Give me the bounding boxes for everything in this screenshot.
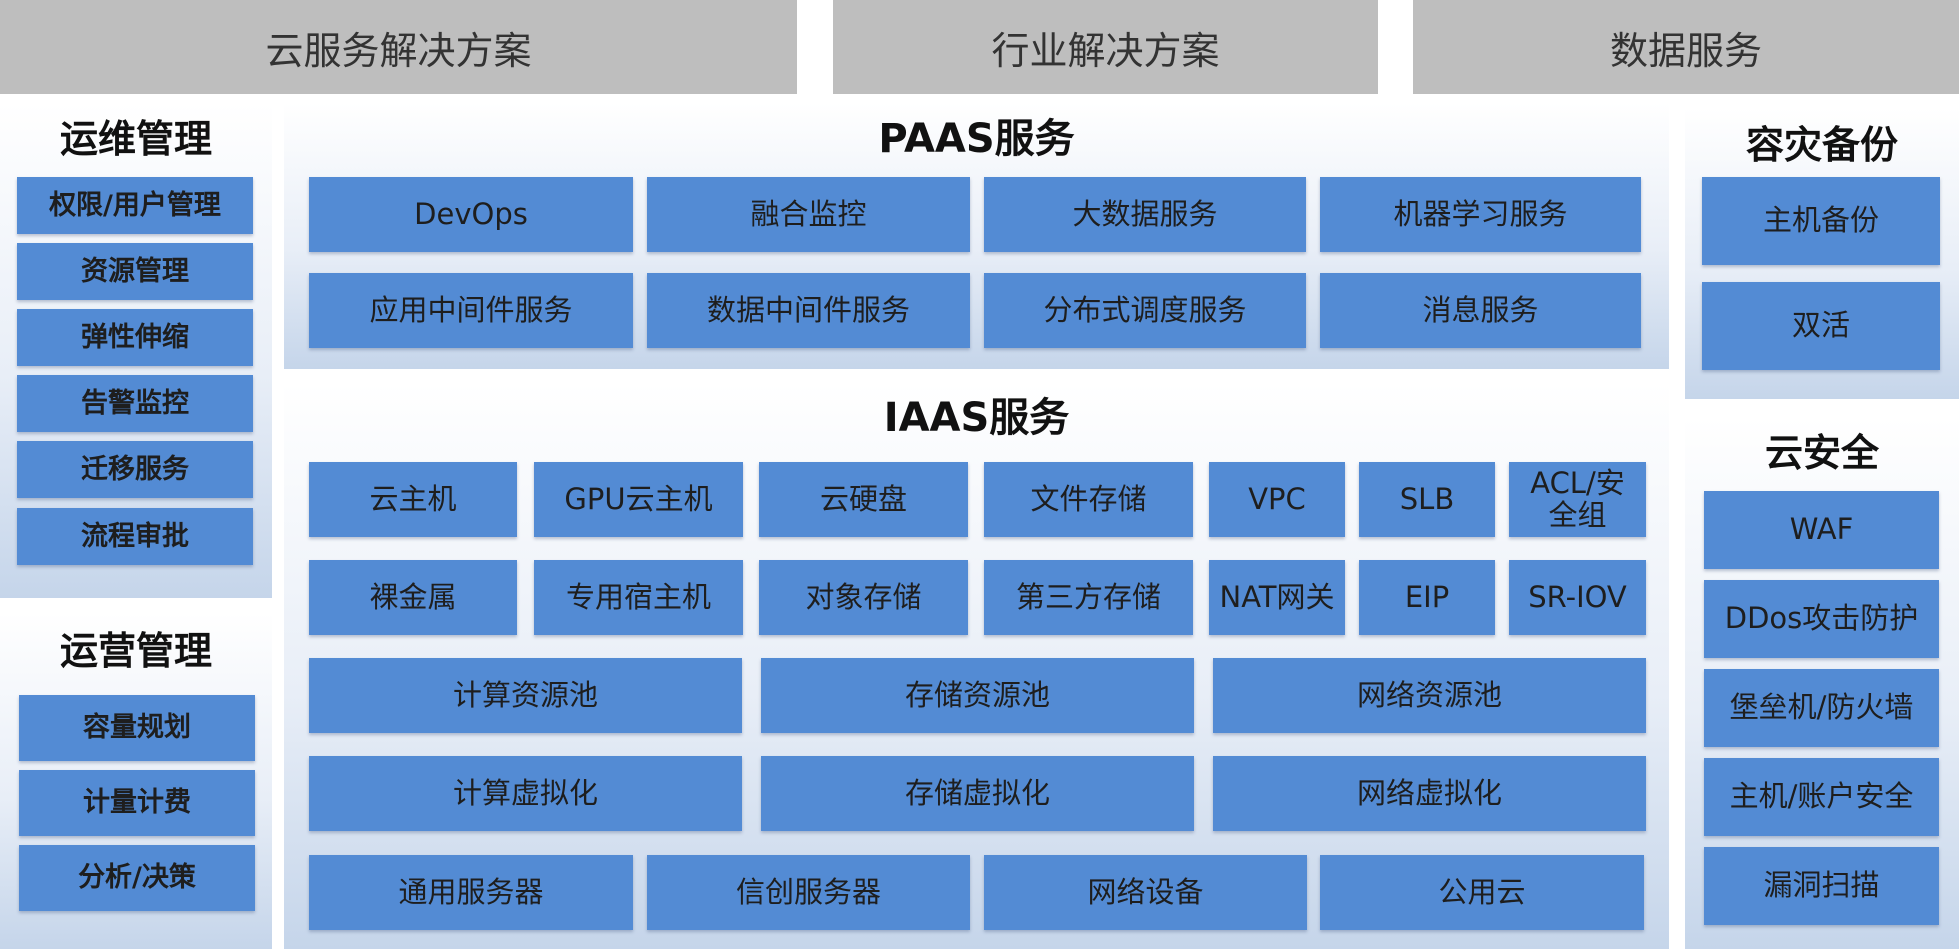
operations-item-analysis: 分析/决策 [19,845,255,911]
ops-item-migration: 迁移服务 [17,441,253,498]
security-ddos: DDos攻击防护 [1704,580,1939,658]
paas-messaging: 消息服务 [1320,273,1641,348]
ops-item-autoscaling: 弹性伸缩 [17,309,253,366]
operations-management-title: 运营管理 [59,628,212,673]
iaas-sr-iov: SR-IOV [1509,560,1646,635]
iaas-dedicated-host: 专用宿主机 [534,560,743,635]
paas-app-middleware: 应用中间件服务 [309,273,633,348]
iaas-bare-metal: 裸金属 [309,560,517,635]
security-host-account: 主机/账户安全 [1704,758,1939,836]
iaas-gpu-cloud-host: GPU云主机 [534,462,743,537]
paas-data-middleware: 数据中间件服务 [647,273,970,348]
paas-title: PAAS服务 [878,116,1075,162]
security-waf: WAF [1704,491,1939,569]
iaas-cloud-disk: 云硬盘 [759,462,968,537]
iaas-storage-pool: 存储资源池 [761,658,1194,733]
paas-big-data: 大数据服务 [984,177,1306,252]
iaas-acl-security-group: ACL/安 全组 [1509,462,1646,537]
iaas-public-cloud: 公用云 [1320,855,1644,930]
cloud-security-title: 云安全 [1764,430,1879,475]
operations-item-billing: 计量计费 [19,770,255,836]
iaas-vpc: VPC [1209,462,1345,537]
iaas-file-storage: 文件存储 [984,462,1193,537]
ops-item-alert-monitor: 告警监控 [17,375,253,432]
iaas-slb: SLB [1359,462,1495,537]
top-bar-industry-solutions: 行业解决方案 [833,0,1378,94]
security-bastion-firewall: 堡垒机/防火墙 [1704,669,1939,747]
paas-machine-learning: 机器学习服务 [1320,177,1641,252]
iaas-general-server: 通用服务器 [309,855,633,930]
iaas-object-storage: 对象存储 [759,560,968,635]
dr-active-active: 双活 [1702,282,1940,370]
iaas-network-device: 网络设备 [984,855,1307,930]
ops-management-title: 运维管理 [59,116,212,161]
iaas-cloud-host: 云主机 [309,462,517,537]
disaster-recovery-title: 容灾备份 [1745,122,1898,167]
iaas-network-pool: 网络资源池 [1213,658,1646,733]
iaas-xinchuang-server: 信创服务器 [647,855,970,930]
iaas-third-party-storage: 第三方存储 [984,560,1193,635]
ops-item-permission-user: 权限/用户管理 [17,177,253,234]
iaas-storage-virtualization: 存储虚拟化 [761,756,1194,831]
iaas-title: IAAS服务 [883,395,1070,441]
paas-distributed-scheduling: 分布式调度服务 [984,273,1306,348]
iaas-network-virtualization: 网络虚拟化 [1213,756,1646,831]
paas-devops: DevOps [309,177,633,252]
ops-item-resource: 资源管理 [17,243,253,300]
iaas-compute-virtualization: 计算虚拟化 [309,756,742,831]
iaas-nat-gateway: NAT网关 [1209,560,1345,635]
top-bar-data-services: 数据服务 [1413,0,1959,94]
dr-host-backup: 主机备份 [1702,177,1940,265]
top-bar-cloud-solutions: 云服务解决方案 [0,0,797,94]
paas-fusion-monitor: 融合监控 [647,177,970,252]
iaas-compute-pool: 计算资源池 [309,658,742,733]
ops-item-approval: 流程审批 [17,508,253,565]
operations-item-capacity: 容量规划 [19,695,255,761]
security-vulnerability-scan: 漏洞扫描 [1704,847,1939,925]
iaas-eip: EIP [1359,560,1495,635]
